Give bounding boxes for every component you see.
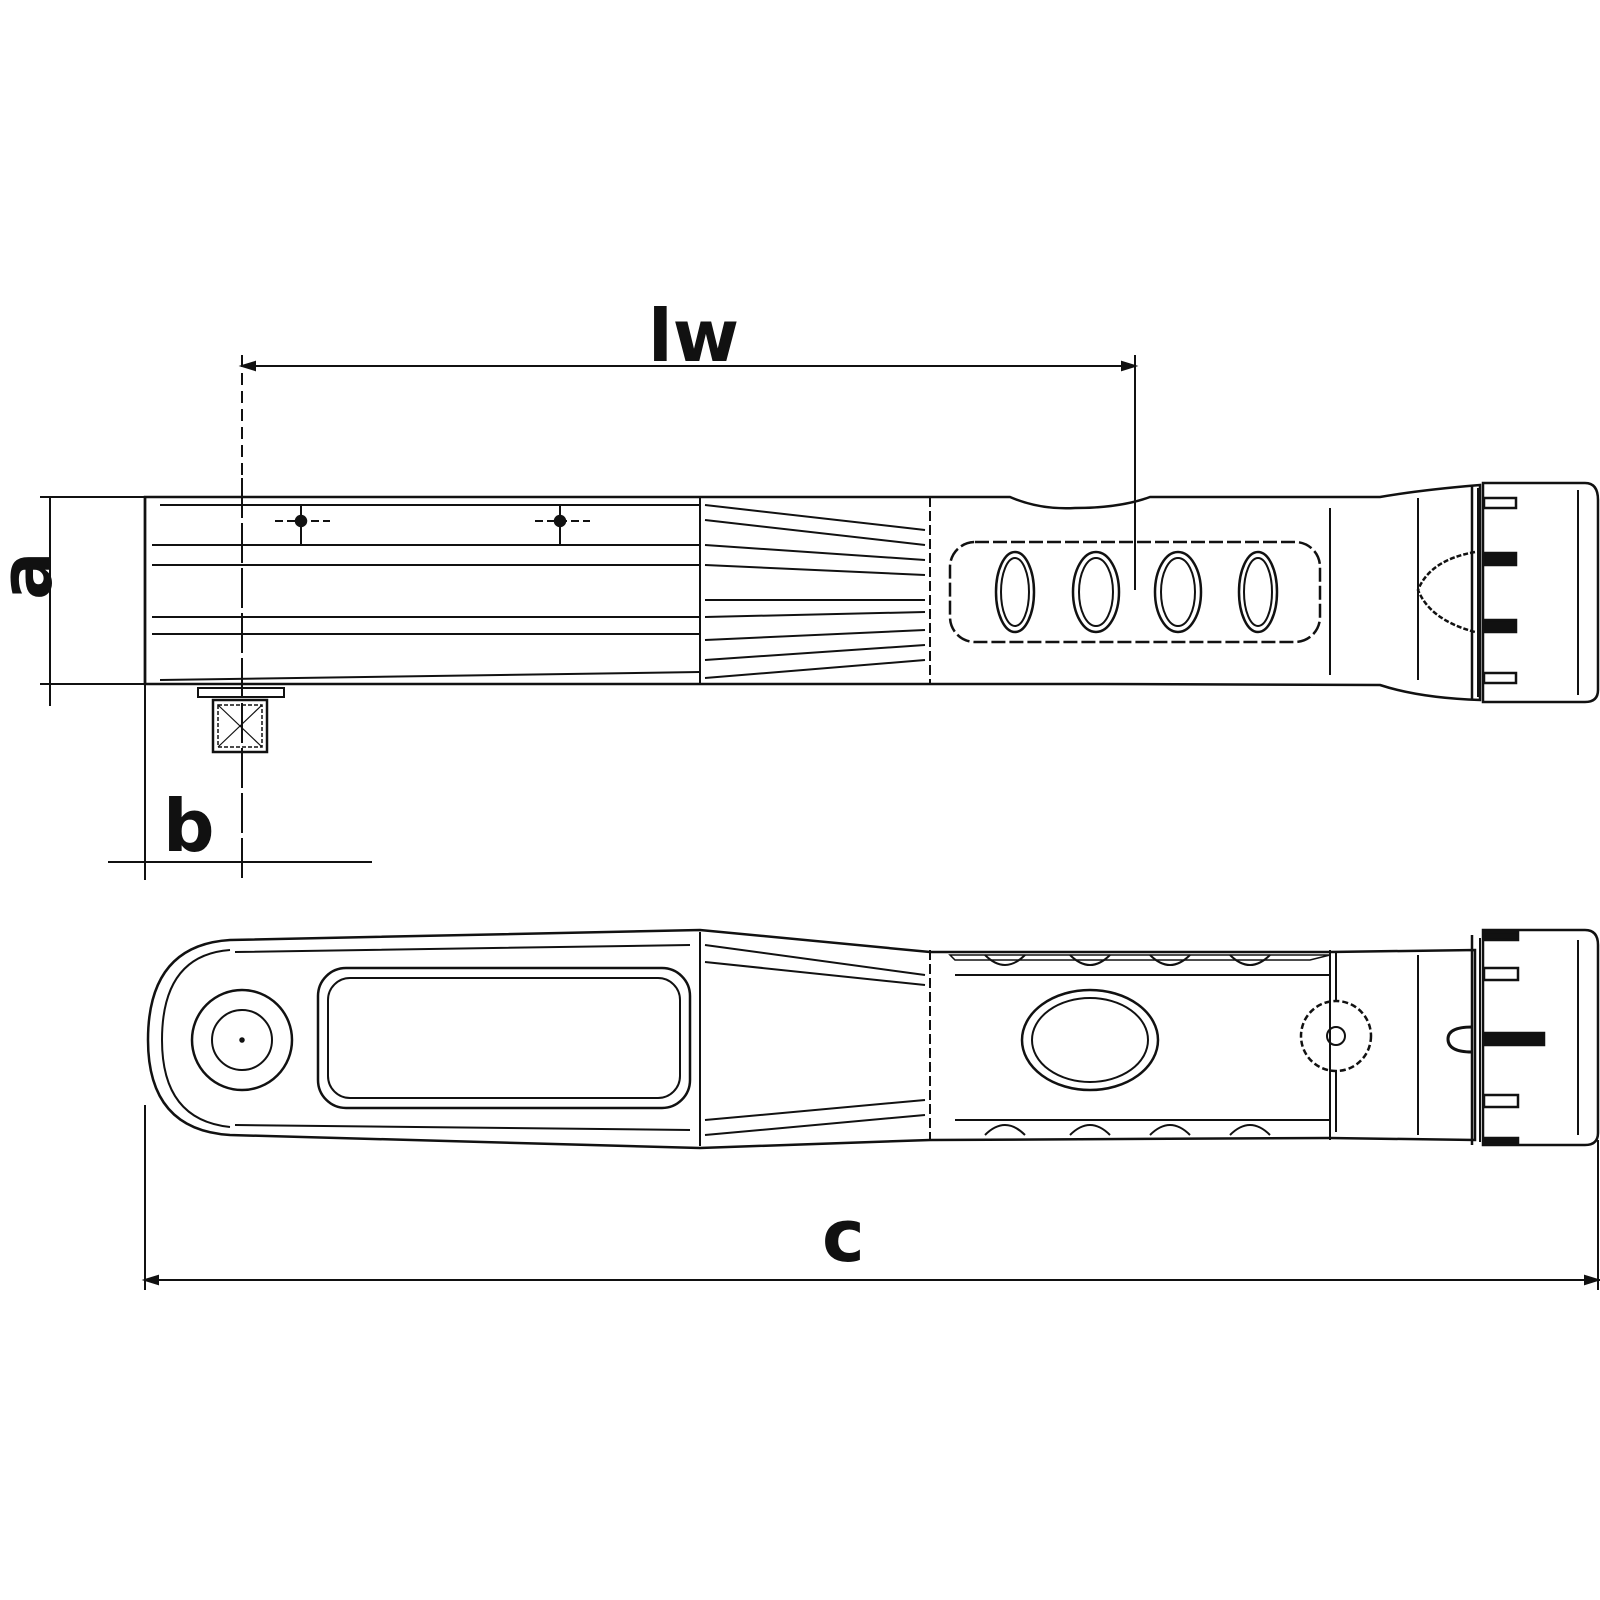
dimension-label-b: b <box>163 784 215 868</box>
dimension-label-lw: lw <box>648 294 740 378</box>
top-view <box>146 928 1600 1150</box>
side-view <box>143 481 1600 754</box>
dimension-label-c: c <box>822 1194 865 1278</box>
dimension-lines <box>40 355 1600 1290</box>
dimension-label-a: a <box>0 551 68 600</box>
